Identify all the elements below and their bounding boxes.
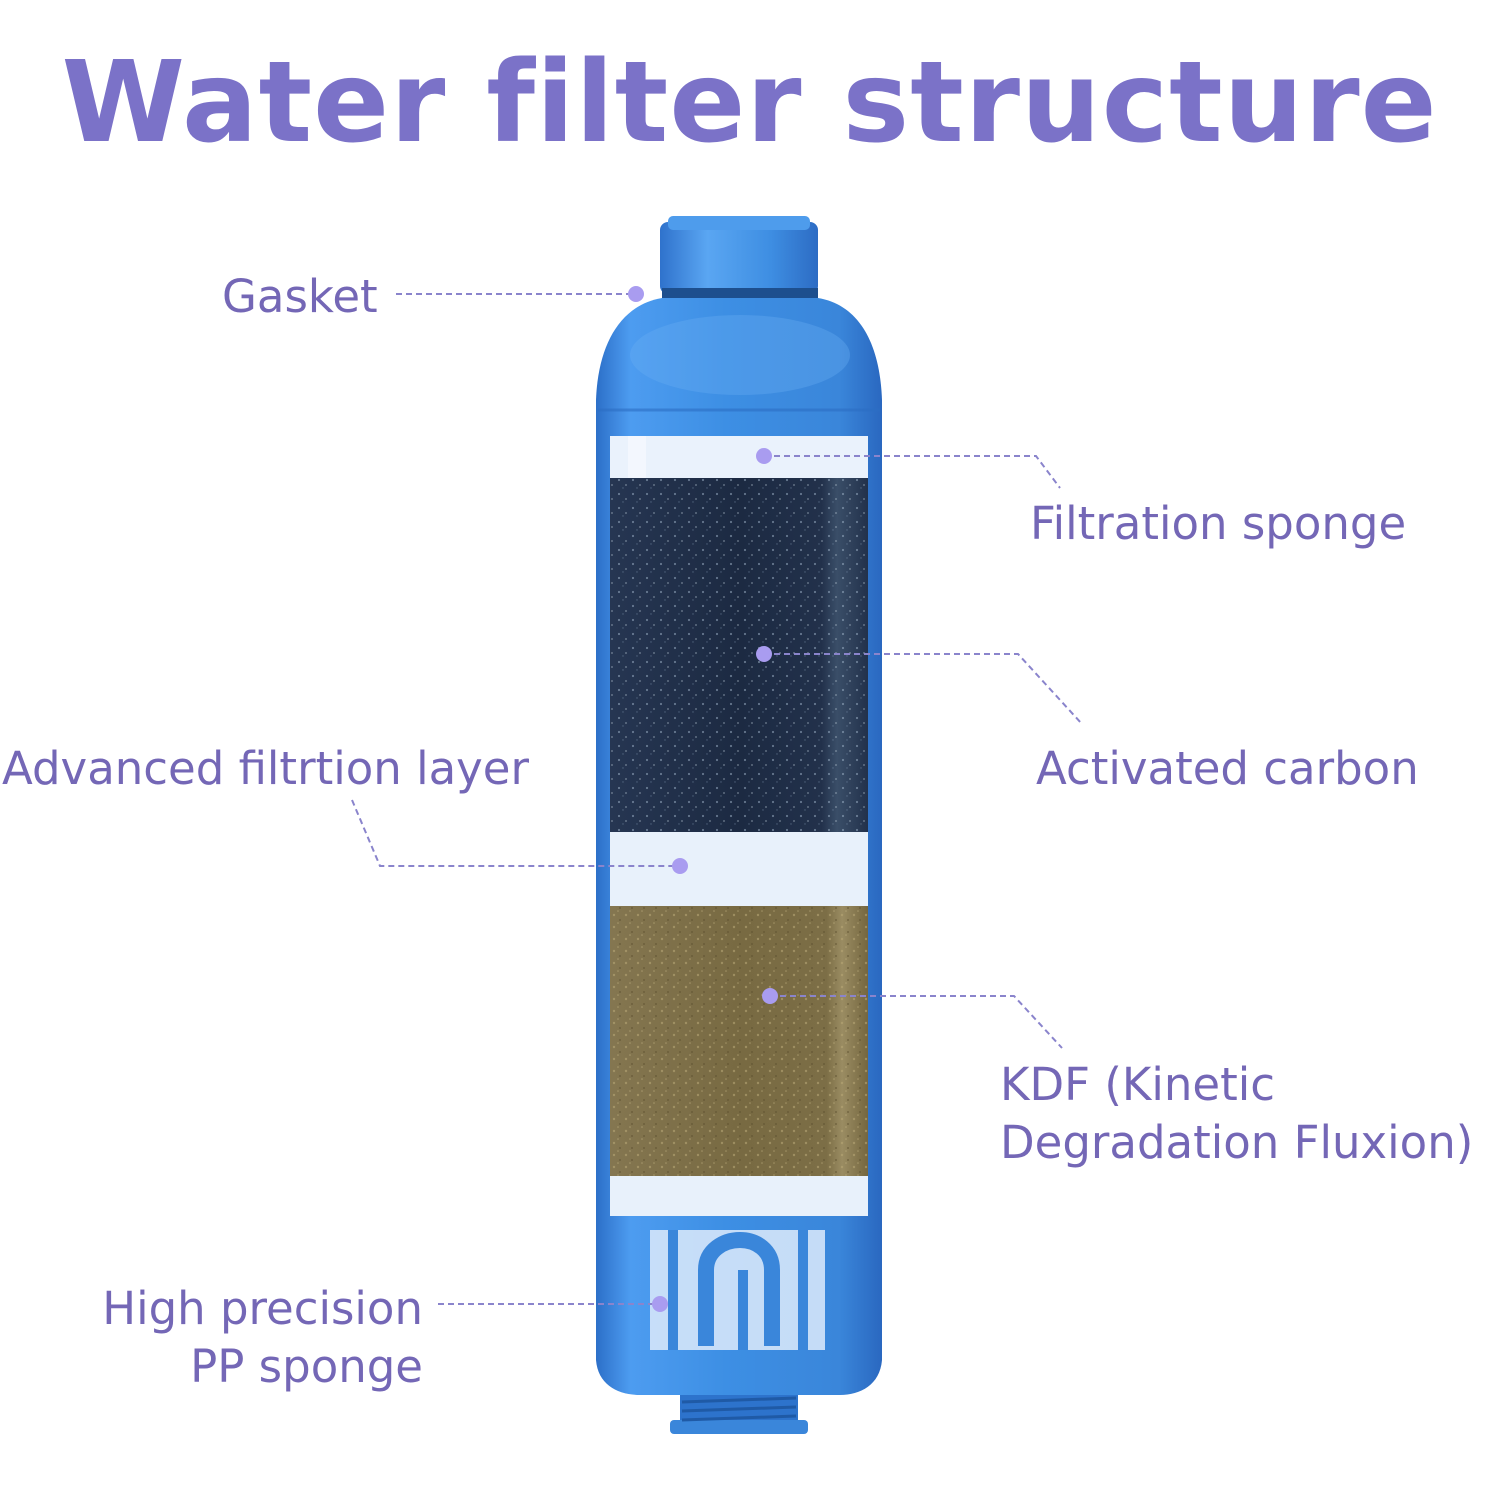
leader-kdf bbox=[770, 995, 1063, 1049]
label-gasket: Gasket bbox=[222, 270, 378, 323]
top-cap bbox=[660, 216, 818, 298]
label-kdf-line2: Degradation Fluxion) bbox=[1000, 1116, 1474, 1169]
marker-dot bbox=[756, 448, 772, 464]
bottom-vents bbox=[650, 1230, 825, 1350]
label-advanced-filtration-layer: Advanced filtrtion layer bbox=[2, 742, 529, 795]
leader-advanced-layer bbox=[351, 799, 680, 867]
marker-dot bbox=[756, 646, 772, 662]
leader-activated-carbon bbox=[764, 653, 1083, 725]
label-kdf: KDF (Kinetic Degradation Fluxion) bbox=[1000, 1056, 1473, 1172]
pp-sponge-layer bbox=[610, 1176, 868, 1216]
leader-lines bbox=[351, 293, 1083, 1305]
label-activated-carbon: Activated carbon bbox=[1036, 742, 1419, 795]
leader-filtration-sponge bbox=[764, 455, 1061, 489]
marker-dot bbox=[652, 1296, 668, 1312]
marker-dot bbox=[672, 858, 688, 874]
diagram-title: Water filter structure bbox=[61, 38, 1438, 168]
marker-dot bbox=[762, 988, 778, 1004]
label-pp-sponge: High precision PP sponge bbox=[102, 1280, 423, 1396]
marker-dot bbox=[628, 286, 644, 302]
threaded-outlet bbox=[670, 1395, 808, 1434]
gasket-ring bbox=[662, 288, 818, 298]
label-pp-line2: PP sponge bbox=[190, 1340, 423, 1393]
filter-layers bbox=[610, 436, 868, 1216]
label-kdf-line1: KDF (Kinetic bbox=[1000, 1058, 1276, 1111]
label-pp-line1: High precision bbox=[102, 1282, 423, 1335]
advanced-filtration-layer bbox=[610, 832, 868, 906]
marker-dots bbox=[628, 286, 778, 1312]
label-filtration-sponge: Filtration sponge bbox=[1030, 497, 1407, 550]
